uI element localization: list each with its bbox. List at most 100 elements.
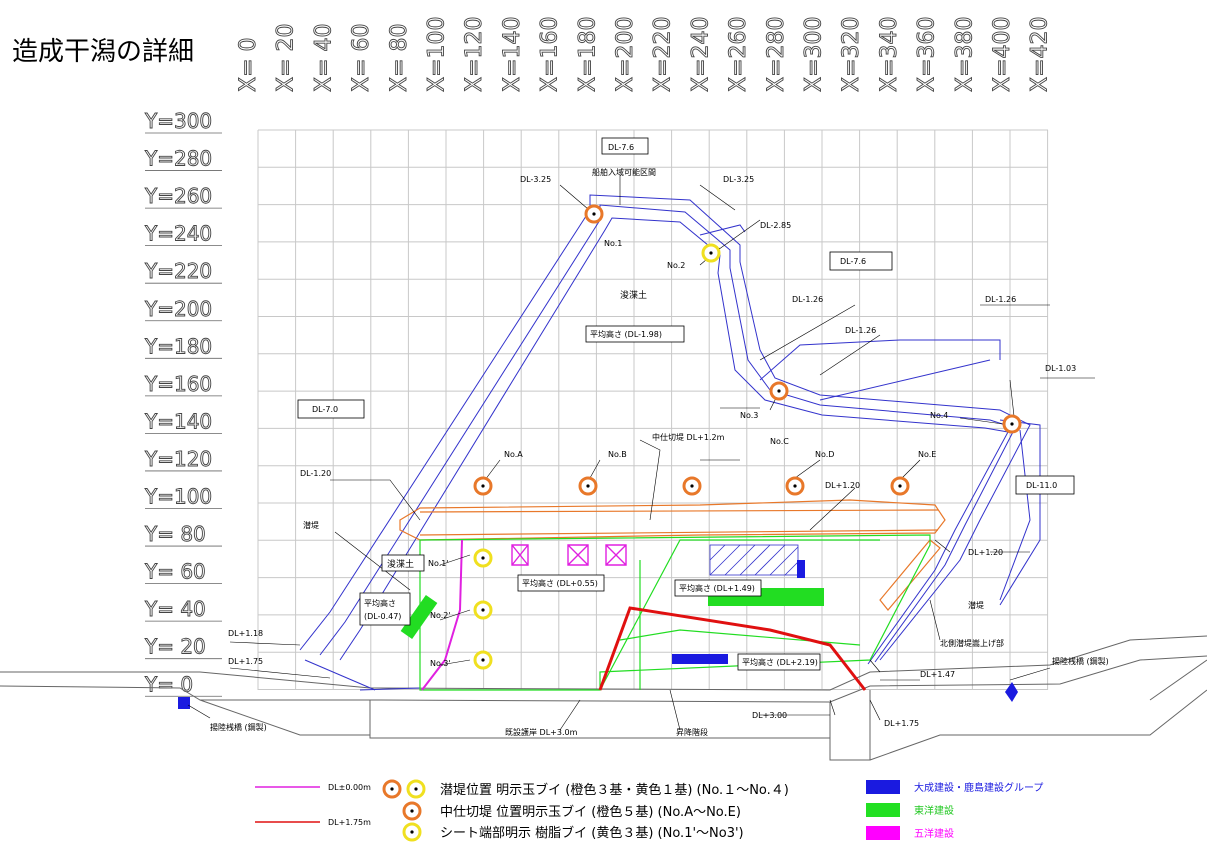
buoy-icon (701, 243, 721, 263)
label-dlp147: DL+1.47 (920, 670, 955, 679)
label-dl126-b: DL-1.26 (985, 295, 1016, 304)
x-axis-label: X= 0 (236, 38, 261, 93)
y-axis-label: Y=180 (144, 334, 212, 358)
x-axis-label: X=320 (839, 17, 864, 93)
label-avg-height-left-1: 平均高さ (364, 598, 396, 608)
x-axis-label: X=260 (726, 17, 751, 93)
label-pier-left: 揚陸桟橋 (鋼製) (210, 722, 267, 732)
y-axis-label: Y=200 (144, 297, 212, 321)
label-avg-height-top: 平均高さ (DL-1.98) (590, 329, 662, 339)
landing-pier-right (1005, 682, 1018, 702)
x-axis-label: X= 40 (311, 24, 336, 93)
magenta-dl000-line (421, 539, 463, 691)
label-no3p: No.3' (430, 659, 451, 668)
label-no-b: No.B (608, 450, 627, 459)
label-dl285: DL-2.85 (760, 221, 791, 230)
label-dl70: DL-7.0 (312, 405, 338, 414)
label-dl76-right: DL-7.6 (840, 257, 866, 266)
label-submerged-dike-right: 潜堤 (968, 600, 984, 610)
label-dl126-a: DL-1.26 (792, 295, 823, 304)
box-dredged-soil (381, 554, 425, 572)
landing-pier-left (178, 697, 190, 709)
label-no-e: No.E (918, 450, 936, 459)
buoy-icon (584, 204, 604, 224)
x-axis-label: X=180 (575, 17, 600, 93)
label-dlp120-right: DL+1.20 (968, 548, 1003, 557)
buoy-icon (473, 476, 493, 496)
box-avg-height-left (359, 592, 411, 626)
label-dl110: DL-11.0 (1026, 481, 1057, 490)
legend-line2-label: DL+1.75m (328, 818, 371, 827)
x-axis-label: X=100 (425, 17, 450, 93)
label-north-dike: 北側潜堤嵩上げ部 (940, 638, 1004, 648)
buoy-icon (473, 600, 493, 620)
buoy-icon (473, 548, 493, 568)
buoy-icon (578, 476, 598, 496)
label-ship-passage: 船舶入域可能区間 (592, 167, 656, 177)
label-dlp118: DL+1.18 (228, 629, 263, 638)
label-dl76-top: DL-7.6 (608, 143, 634, 152)
label-avg-height-bottom: 平均高さ (DL+2.19) (742, 657, 818, 667)
label-no1p: No.1' (428, 559, 449, 568)
x-axis-label: X= 80 (387, 24, 412, 93)
legend-swatch-toyo (866, 803, 900, 817)
label-mid-dike: 中仕切堤 DL+1.2m (652, 432, 725, 442)
label-dlp300: DL+3.00 (752, 711, 787, 720)
label-dredged-soil-box: 浚渫土 (387, 558, 414, 570)
label-dl325-left: DL-3.25 (520, 175, 551, 184)
label-dredged-soil-top: 浚渫土 (620, 289, 647, 301)
legend-buoy1-label: 潜堤位置 明示玉ブイ (橙色３基・黄色１基) (No.１〜No.４) (440, 782, 789, 798)
label-dl103: DL-1.03 (1045, 364, 1076, 373)
x-axis-label: X=360 (915, 17, 940, 93)
red-dl175-line (598, 606, 867, 691)
green-construction-zone (419, 534, 931, 691)
x-axis-label: X=280 (764, 17, 789, 93)
blue-block-taisei (672, 654, 728, 664)
label-no3: No.3 (740, 411, 758, 420)
x-axis-label: X=420 (1028, 17, 1053, 93)
label-stairs: 昇降階段 (676, 727, 708, 737)
legend-co1-label: 大成建設・鹿島建設グループ (914, 781, 1043, 794)
y-axis-label: Y=120 (144, 447, 212, 471)
label-existing-revetment: 既設護岸 DL+3.0m (505, 727, 578, 737)
y-axis-label: Y=100 (144, 485, 212, 509)
box-dl70 (297, 399, 365, 419)
x-axis-label: X=300 (802, 17, 827, 93)
legend-buoy-orange-icon (402, 801, 422, 821)
legend-co2-label: 東洋建設 (914, 804, 954, 817)
x-axis-label: X= 20 (274, 24, 299, 93)
label-avg-height-center: 平均高さ (DL+1.49) (679, 583, 755, 593)
y-axis-label: Y=220 (144, 259, 212, 283)
legend-swatch-taisei (866, 780, 900, 794)
y-axis-label: Y=140 (144, 409, 212, 433)
legend-buoy3-label: シート端部明示 樹脂ブイ (黄色３基) (No.1'〜No3') (440, 825, 744, 841)
y-axis-label: Y=300 (144, 109, 212, 133)
buoy-icon (473, 650, 493, 670)
y-axis-label: Y= 20 (144, 635, 206, 659)
y-axis-label: Y=260 (144, 184, 212, 208)
magenta-structures (511, 544, 627, 566)
y-axis-label: Y=240 (144, 222, 212, 246)
buoy-icon (785, 476, 805, 496)
page-title: 造成干潟の詳細 (12, 37, 194, 67)
box-dl76-top (601, 137, 649, 155)
label-no2p: No.2' (430, 611, 451, 620)
x-axis-label: X= 60 (349, 24, 374, 93)
blue-hatched-block (709, 544, 799, 576)
legend-line1-label: DL±0.00m (328, 783, 371, 792)
x-axis-label: X=140 (500, 17, 525, 93)
blue-marker (797, 560, 805, 578)
buoy-icon (890, 476, 910, 496)
buoy-icon (769, 381, 789, 401)
legend-buoy-orange-yellow-icon (382, 779, 426, 799)
y-axis-label: Y=280 (144, 147, 212, 171)
box-avg-height-mid (517, 574, 605, 592)
x-axis-label: X=200 (613, 17, 638, 93)
box-avg-height-center (674, 579, 762, 597)
buoys (473, 204, 1022, 670)
y-axis-label: Y= 0 (144, 672, 193, 696)
box-dl110 (1015, 475, 1075, 495)
label-no1: No.1 (604, 239, 622, 248)
label-no-a: No.A (504, 450, 523, 459)
